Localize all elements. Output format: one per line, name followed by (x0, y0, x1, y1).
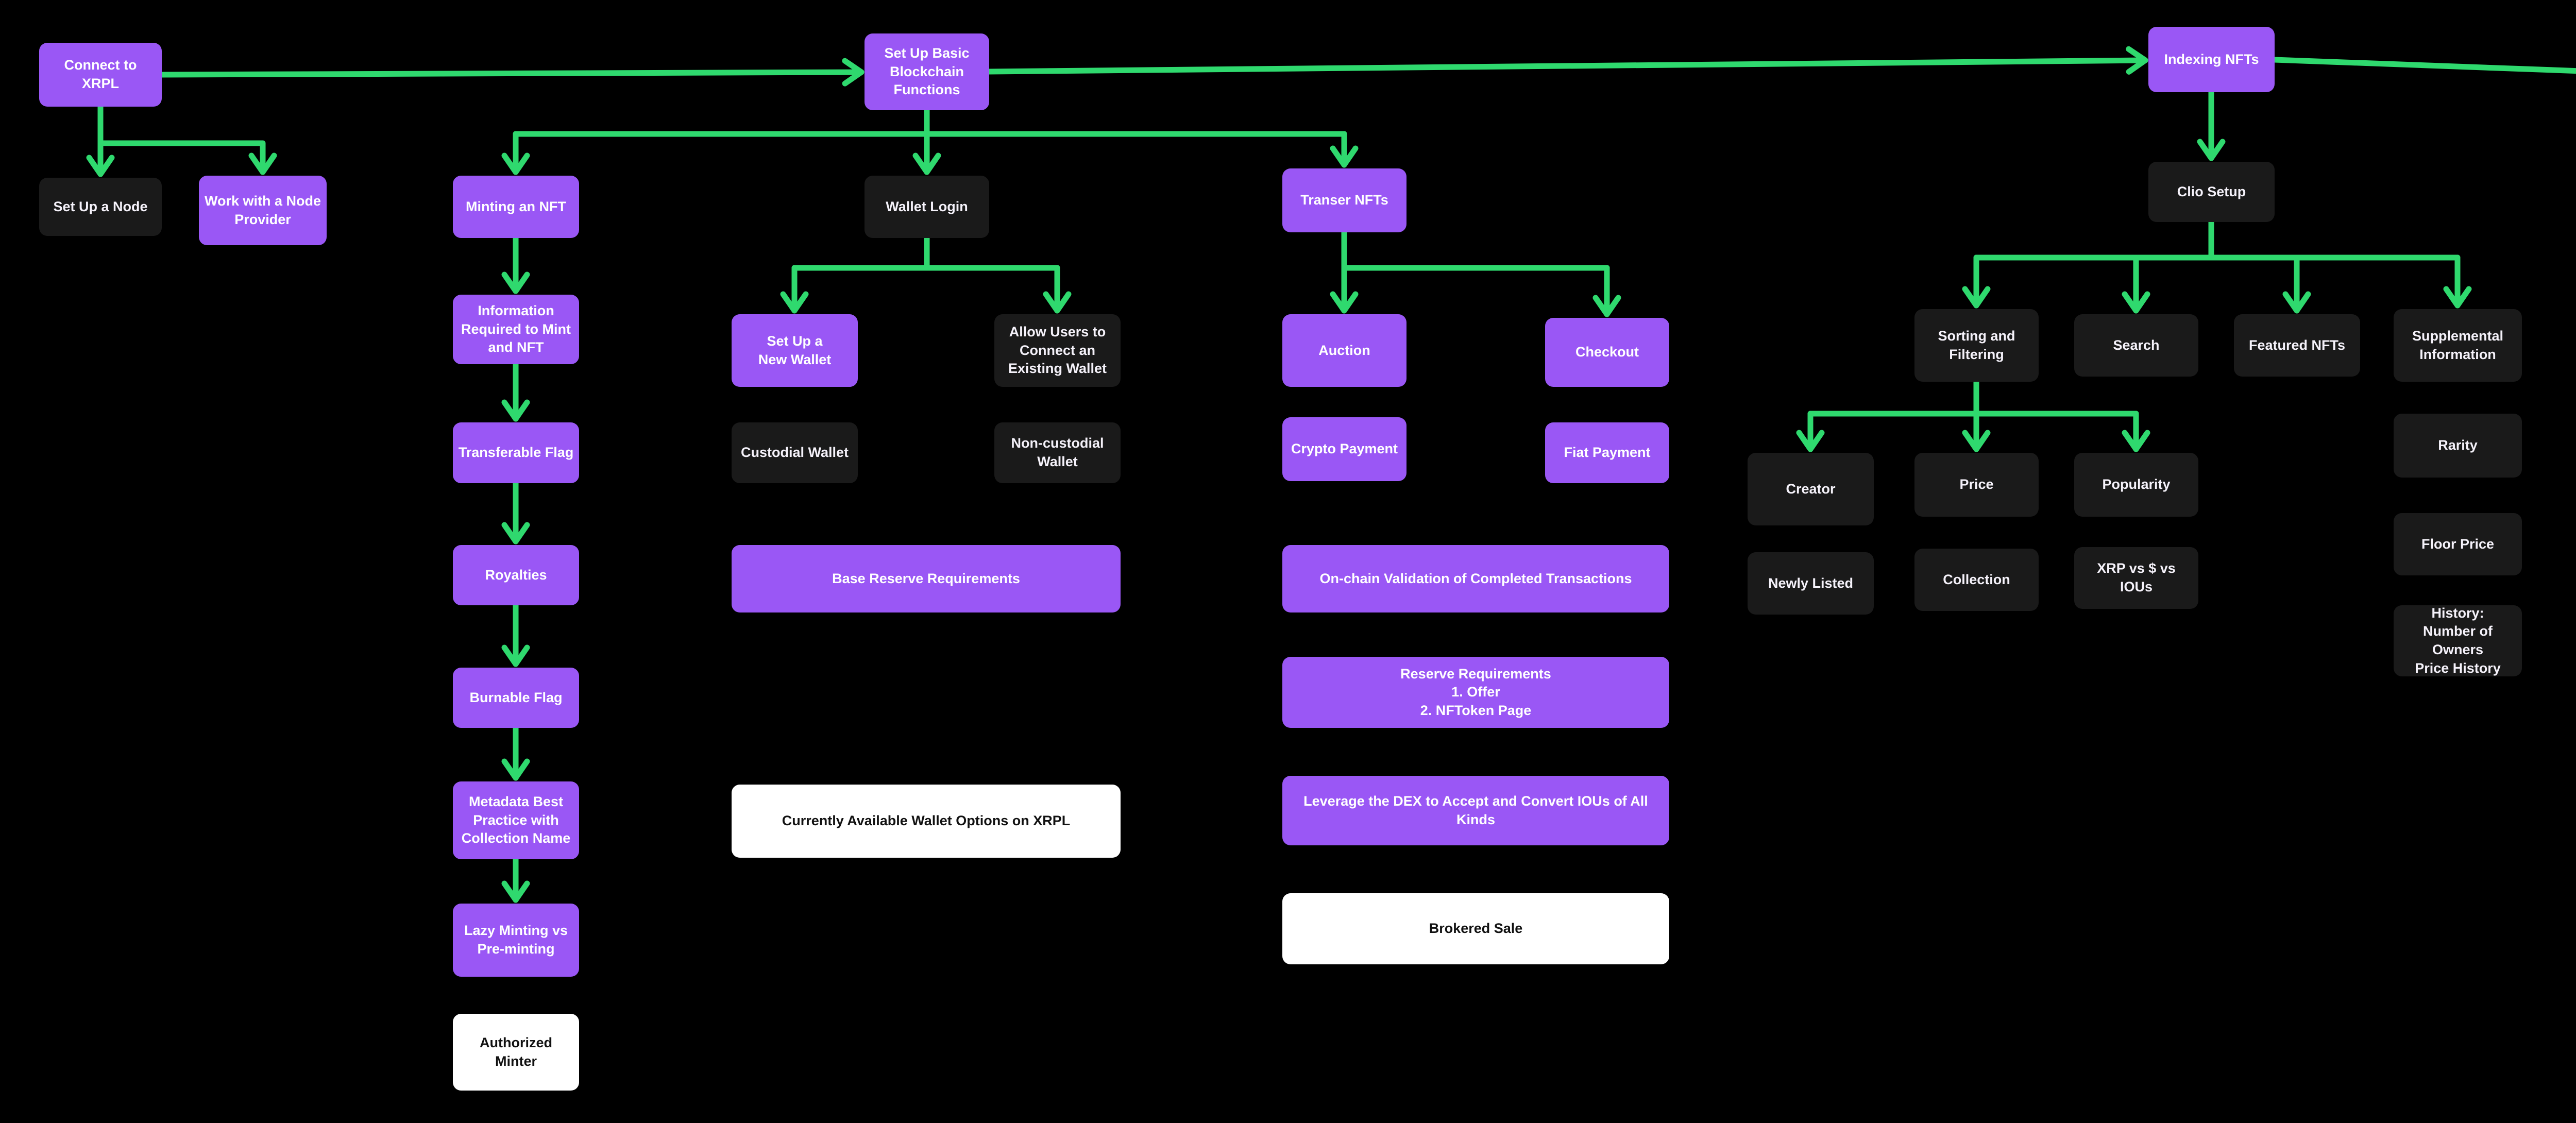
node-reserve-requirements: Reserve Requirements 1. Offer 2. NFToken… (1282, 657, 1669, 728)
node-floor-price: Floor Price (2394, 513, 2522, 575)
node-base-reserve-requirements: Base Reserve Requirements (732, 545, 1121, 612)
node-fiat-payment: Fiat Payment (1545, 422, 1669, 483)
node-auction: Auction (1282, 314, 1406, 387)
node-popularity: Popularity (2074, 453, 2198, 517)
node-sorting-and-filtering: Sorting and Filtering (1914, 309, 2039, 382)
node-connect-xrpl: Connect to XRPL (39, 43, 162, 107)
node-clio-setup: Clio Setup (2148, 162, 2275, 222)
connector-setupbasic-to-indexing (986, 46, 2148, 75)
node-xrp-vs-dollar-vs-ious: XRP vs $ vs IOUs (2074, 547, 2198, 609)
node-authorized-minter: Authorized Minter (453, 1014, 579, 1091)
node-custodial-wallet: Custodial Wallet (732, 422, 858, 483)
node-set-up-a-node: Set Up a Node (39, 178, 162, 236)
node-price: Price (1914, 453, 2039, 517)
node-crypto-payment: Crypto Payment (1282, 417, 1406, 481)
node-set-up-basic-blockchain-functions: Set Up Basic Blockchain Functions (865, 33, 989, 110)
connector-connect-branch (97, 104, 277, 175)
node-transer-nfts: Transer NFTs (1282, 168, 1406, 232)
node-creator: Creator (1748, 453, 1874, 525)
node-search: Search (2074, 314, 2198, 377)
node-royalties: Royalties (453, 545, 579, 605)
node-minting-an-nft: Minting an NFT (453, 176, 579, 238)
node-information-required: Information Required to Mint and NFT (453, 295, 579, 364)
node-collection: Collection (1914, 549, 2039, 611)
node-leverage-the-dex: Leverage the DEX to Accept and Convert I… (1282, 776, 1669, 845)
node-non-custodial-wallet: Non-custodial Wallet (994, 422, 1121, 483)
node-brokered-sale: Brokered Sale (1282, 893, 1669, 964)
node-burnable-flag: Burnable Flag (453, 668, 579, 728)
node-history: History: Number of Owners Price History (2394, 605, 2522, 676)
node-supplemental-information: Supplemental Information (2394, 309, 2522, 382)
node-featured-nfts: Featured NFTs (2234, 314, 2360, 377)
node-work-with-node-provider: Work with a Node Provider (199, 176, 327, 245)
node-allow-users-connect-existing-wallet: Allow Users to Connect an Existing Walle… (994, 314, 1121, 387)
node-set-up-new-wallet: Set Up a New Wallet (732, 314, 858, 387)
node-indexing-nfts: Indexing NFTs (2148, 27, 2275, 92)
connector-connect-to-setupbasic (159, 58, 865, 87)
node-lazy-minting: Lazy Minting vs Pre-minting (453, 904, 579, 977)
node-wallet-login: Wallet Login (865, 176, 989, 238)
node-checkout: Checkout (1545, 318, 1669, 387)
node-metadata-best-practice: Metadata Best Practice with Collection N… (453, 781, 579, 859)
node-rarity: Rarity (2394, 414, 2522, 478)
node-transferable-flag: Transferable Flag (453, 422, 579, 483)
connector-indexing-to-caching (2272, 57, 2576, 74)
node-onchain-validation: On-chain Validation of Completed Transac… (1282, 545, 1669, 612)
node-newly-listed: Newly Listed (1748, 552, 1874, 615)
node-currently-available-wallet-options: Currently Available Wallet Options on XR… (732, 785, 1121, 858)
